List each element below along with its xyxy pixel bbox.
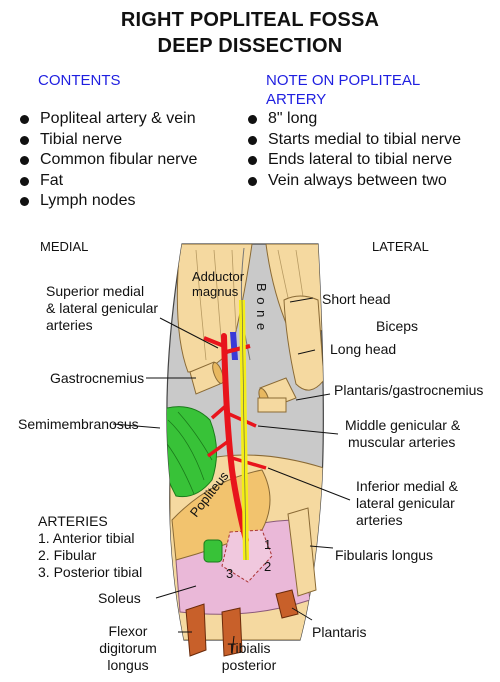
short-head-label: Short head [322, 291, 391, 307]
flexor-digitorum-longus [185, 603, 207, 657]
contents-item: Lymph nodes [20, 191, 197, 212]
inferior-genicular-label-1: Inferior medial & [356, 478, 458, 494]
bone-label: B o n e [254, 283, 269, 332]
medial-label: MEDIAL [40, 239, 89, 254]
fibularis-longus [287, 507, 317, 597]
plantaris-tendon [275, 589, 299, 619]
note-item: Vein always between two [248, 171, 461, 192]
note-heading-line-1: NOTE ON POPLITEAL [266, 72, 421, 89]
artery-anterior-tibial: 1. Anterior tibial [38, 530, 135, 546]
artery-number-2: 2 [264, 559, 272, 574]
adductor-label-1: Adductor [192, 269, 245, 284]
gastrocnemius-medial-stump [189, 361, 224, 395]
tibialis-posterior [221, 607, 243, 657]
fdl-label-3: longus [107, 657, 149, 673]
leader-lines [112, 297, 351, 655]
popliteal-artery [221, 333, 249, 543]
artery-number-3: 3 [226, 566, 234, 581]
popliteal-vein [230, 332, 238, 360]
gastrocnemius-label: Gastrocnemius [50, 370, 145, 386]
soleus-label: Soleus [98, 590, 141, 606]
note-heading-line-2: ARTERY [266, 91, 327, 108]
middle-genicular-label-1: Middle genicular & [345, 417, 461, 433]
artery-number-1: 1 [264, 537, 272, 552]
note-item: 8" long [248, 109, 461, 130]
long-head-label: Long head [330, 341, 397, 357]
semimembranosus-label: Semimembranosus [18, 416, 139, 432]
contents-item: Popliteal artery & vein [20, 109, 197, 130]
title-line-2: DEEP DISSECTION [157, 35, 343, 57]
inferior-genicular-label-3: arteries [356, 512, 403, 528]
soleus-stump [203, 539, 223, 563]
plantaris-label: Plantaris [312, 624, 367, 640]
contents-heading: CONTENTS [38, 72, 121, 89]
note-item: Ends lateral to tibial nerve [248, 150, 461, 171]
sup-genicular-label-1: Superior medial [46, 283, 145, 299]
artery-fibular: 2. Fibular [38, 547, 97, 563]
fdl-label-2: digitorum [99, 640, 157, 656]
adductor-label-2: magnus [192, 284, 239, 299]
contents-item: Tibial nerve [20, 130, 197, 151]
title-line-1: RIGHT POPLITEAL FOSSA [120, 9, 380, 31]
contents-item: Fat [20, 171, 197, 192]
sup-genicular-label-3: arteries [46, 317, 93, 333]
biceps-long-head [283, 295, 324, 391]
plantaris-gastro-label: Plantaris/gastrocnemius [334, 382, 484, 398]
artery-posterior-tibial: 3. Posterior tibial [38, 564, 143, 580]
arteries-heading: ARTERIES [38, 513, 108, 529]
fdl-label-1: Flexor [108, 623, 148, 639]
tibialis-posterior-label-2: posterior [221, 657, 277, 673]
biceps-label: Biceps [376, 318, 419, 334]
fibularis-longus-label: Fibularis longus [335, 547, 434, 563]
contents-list: Popliteal artery & vein Tibial nerve Com… [20, 109, 197, 212]
note-list: 8" long Starts medial to tibial nerve En… [248, 109, 461, 191]
tibialis-posterior-label-1: Tibialis [227, 640, 271, 656]
sup-genicular-label-2: & lateral genicular [46, 300, 159, 316]
contents-item: Common fibular nerve [20, 150, 197, 171]
inferior-genicular-label-2: lateral genicular [356, 495, 455, 511]
lateral-label: LATERAL [372, 239, 429, 254]
middle-genicular-label-2: muscular arteries [348, 434, 456, 450]
note-item: Starts medial to tibial nerve [248, 130, 461, 151]
plantaris-gastro-lateral-stump [257, 377, 297, 413]
